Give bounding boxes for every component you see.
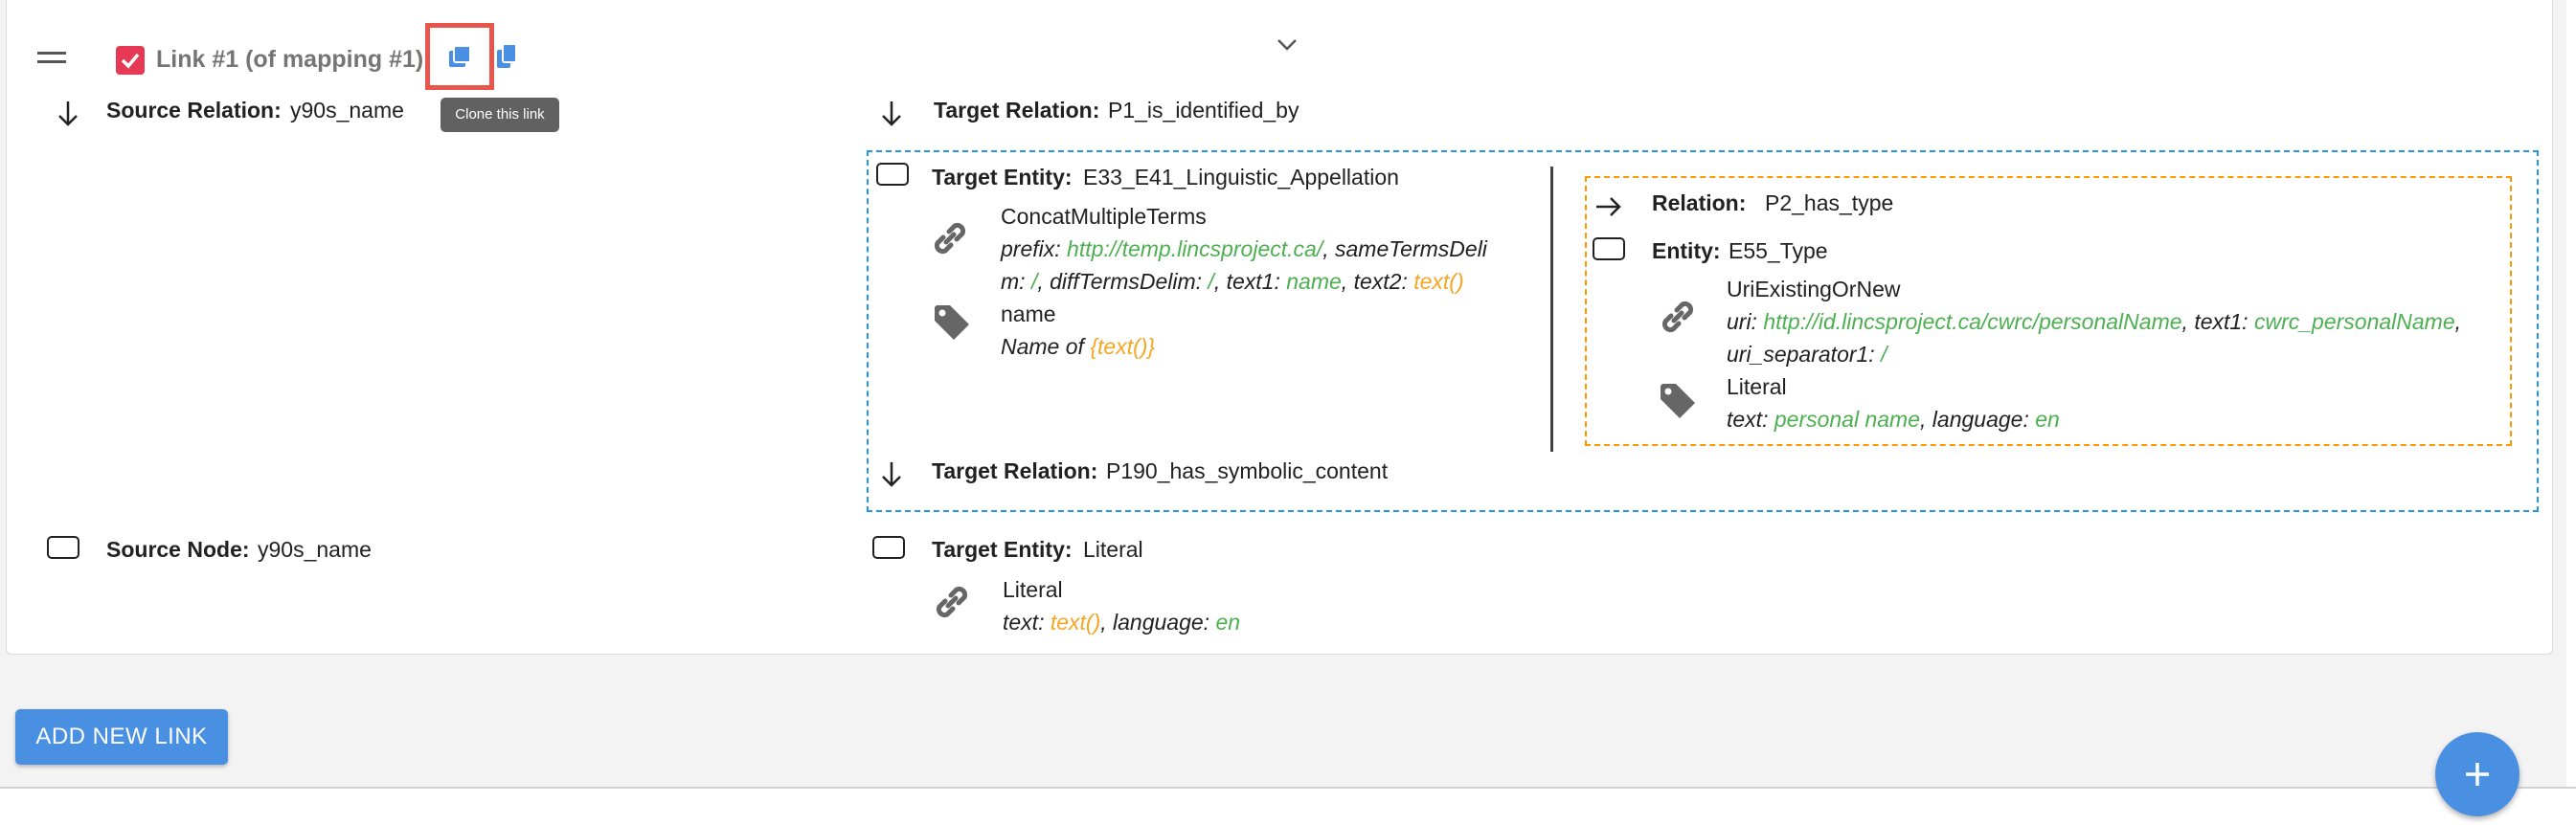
link-title: Link #1 (of mapping #1) [156, 46, 424, 73]
arg-key: language: [1113, 610, 1210, 635]
target-entity2-value: Literal [1083, 537, 1143, 562]
arrow-down-icon [882, 462, 901, 487]
source-node-label: Source Node: [106, 537, 250, 562]
entity-box-icon[interactable] [876, 163, 909, 186]
source-node-value: y90s_name [258, 537, 372, 562]
tag-icon[interactable] [1658, 381, 1698, 421]
nested-entity-group [1585, 176, 2512, 446]
arg-key: text1: [2194, 309, 2248, 334]
arg-value: / [1881, 342, 1887, 367]
link-checkbox[interactable] [116, 46, 145, 75]
arg-key: m: [1001, 269, 1026, 294]
checkmark-icon [121, 53, 140, 69]
arg-key: text1: [1226, 269, 1280, 294]
inner-entity-value: E55_Type [1729, 238, 1828, 263]
arg-sep: , [2181, 309, 2195, 334]
arrow-right-icon [1596, 197, 1621, 216]
arg-sep: , [1100, 610, 1114, 635]
link-icon[interactable] [1658, 297, 1698, 337]
entity2-function-name: Literal [1003, 577, 1063, 602]
arg-sep: , [1037, 269, 1051, 294]
tag-icon[interactable] [932, 302, 972, 343]
function-args-line1: prefix: http://temp.lincsproject.ca/, sa… [1001, 235, 1487, 262]
function-name: ConcatMultipleTerms [1001, 204, 1207, 229]
clone-button-highlight [425, 23, 494, 90]
drag-handle-icon[interactable] [37, 50, 66, 65]
arg-value: http://temp.lincsproject.ca/ [1067, 236, 1323, 261]
arg-value: name [1286, 269, 1342, 294]
label-template-value: {text()} [1090, 334, 1156, 359]
arg-value: personal name [1774, 407, 1921, 432]
source-relation-value: y90s_name [290, 98, 404, 123]
arg-sep: , [1322, 236, 1335, 261]
inner-function-args-line1: uri: http://id.lincsproject.ca/cwrc/pers… [1727, 308, 2461, 335]
footer-area [0, 789, 2576, 825]
inner-entity-label: Entity: [1652, 238, 1721, 263]
arg-value: text() [1050, 610, 1101, 635]
entity2-function-args: text: text(), language: en [1003, 609, 1240, 635]
source-relation-label: Source Relation: [106, 98, 282, 123]
column-divider [1550, 167, 1553, 452]
copy-icon[interactable] [495, 42, 520, 71]
arg-key: text: [1003, 610, 1045, 635]
add-new-link-button[interactable]: ADD NEW LINK [15, 709, 228, 765]
arg-value: / [1030, 269, 1038, 294]
arrow-down-icon [58, 101, 78, 126]
inner-relation-value: P2_has_type [1765, 190, 1894, 215]
arg-sep: , [2454, 309, 2461, 334]
inner-function-args-line2: uri_separator1: / [1727, 341, 1887, 368]
target-relation-label: Target Relation: [934, 98, 1100, 123]
arg-key: text2: [1353, 269, 1408, 294]
footer-divider [0, 787, 2576, 789]
inner-literal-args: text: personal name, language: en [1727, 406, 2060, 433]
arg-key: language: [1932, 407, 2029, 432]
inner-literal-name: Literal [1727, 374, 1787, 399]
arg-sep: , [1920, 407, 1932, 432]
inner-relation-label: Relation: [1652, 190, 1747, 215]
arg-key: text: [1727, 407, 1769, 432]
target-relation-value: P1_is_identified_by [1108, 98, 1299, 123]
arrow-down-icon [882, 101, 901, 126]
label-template-prefix: Name of [1001, 334, 1084, 359]
add-fab-button[interactable] [2435, 732, 2520, 816]
arg-key: diffTermsDelim: [1050, 269, 1203, 294]
inner-function-name: UriExistingOrNew [1727, 277, 1901, 301]
arg-value: text() [1413, 269, 1464, 294]
label-template: Name of {text()} [1001, 333, 1155, 360]
arg-sep: , [1341, 269, 1354, 294]
link-icon[interactable] [930, 218, 970, 258]
link-icon[interactable] [932, 582, 972, 622]
link-card: Link #1 (of mapping #1) Clone this link … [6, 0, 2553, 655]
target-entity-group [867, 150, 2539, 512]
target-relation2-label: Target Relation: [932, 458, 1098, 483]
plus-icon [2466, 763, 2489, 786]
entity-box-icon[interactable] [47, 536, 79, 559]
target-entity-label: Target Entity: [932, 165, 1073, 190]
arg-value: cwrc_personalName [2253, 309, 2455, 334]
arg-key: sameTermsDeli [1335, 236, 1487, 261]
target-entity-value: E33_E41_Linguistic_Appellation [1083, 165, 1399, 190]
arg-sep: , [1213, 269, 1227, 294]
target-entity2-label: Target Entity: [932, 537, 1073, 562]
arg-value: en [1215, 610, 1241, 635]
clone-tooltip: Clone this link [441, 98, 559, 132]
arg-value: / [1208, 269, 1214, 294]
function-args-line2: m: /, diffTermsDelim: /, text1: name, te… [1001, 268, 1464, 295]
arg-key: prefix: [1001, 236, 1061, 261]
arg-key: uri: [1727, 309, 1757, 334]
scroll-rail [2566, 0, 2576, 825]
clone-icon[interactable] [445, 42, 474, 71]
chevron-down-icon[interactable] [1277, 38, 1298, 52]
label-name: name [1001, 301, 1056, 326]
target-relation2-value: P190_has_symbolic_content [1106, 458, 1389, 483]
arg-key: uri_separator1: [1727, 342, 1875, 367]
arg-value: en [2035, 407, 2060, 432]
entity-box-icon[interactable] [1593, 237, 1625, 260]
entity-box-icon[interactable] [872, 536, 905, 559]
arg-value: http://id.lincsproject.ca/cwrc/personalN… [1763, 309, 2182, 334]
